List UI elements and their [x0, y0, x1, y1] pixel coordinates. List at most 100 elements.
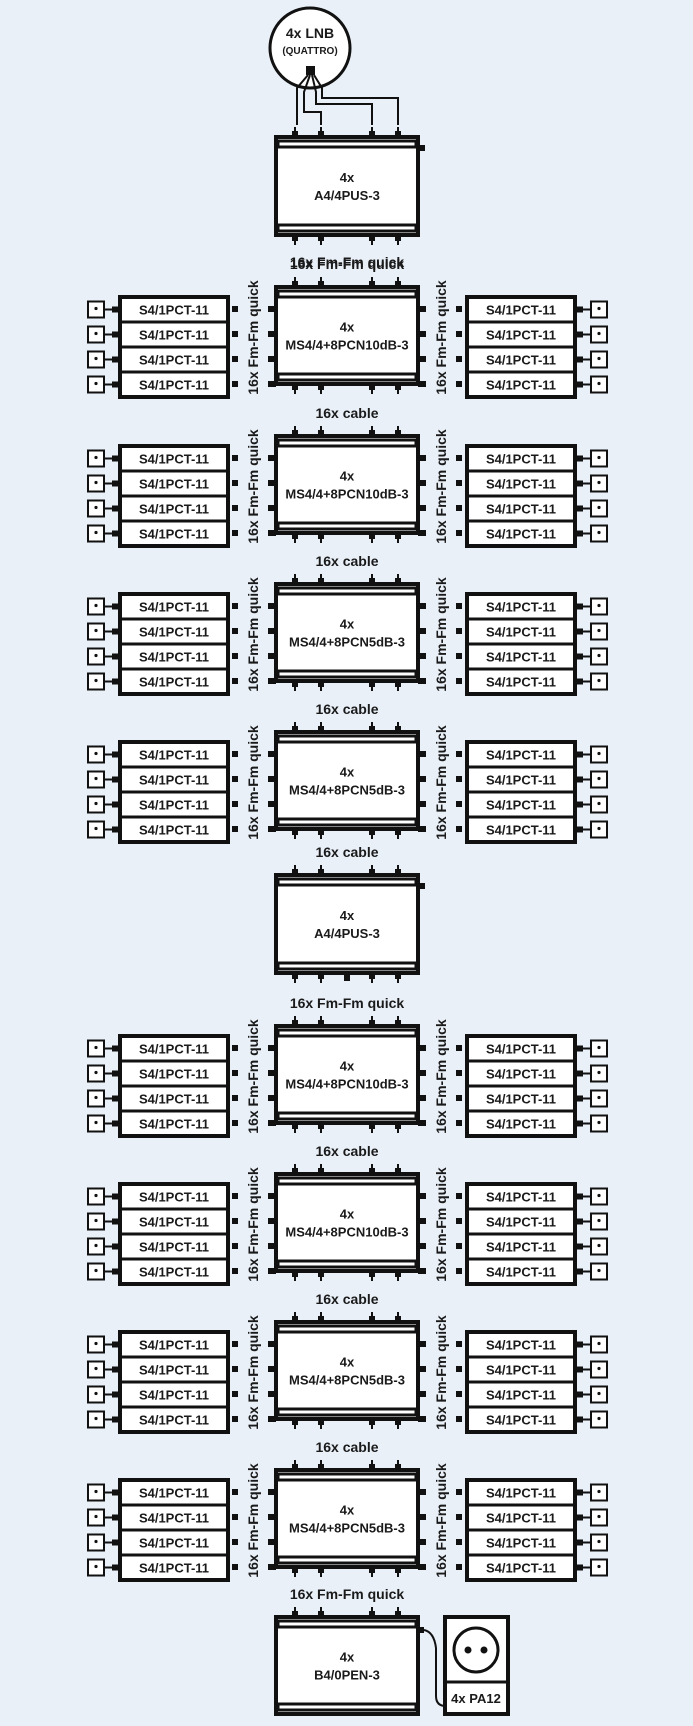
multiswitch-output-port: [418, 1341, 426, 1347]
tv-outlet-dot: [597, 1416, 601, 1421]
tap-label-left: S4/1PCT-11: [139, 1265, 209, 1280]
multiswitch-model: MS4/4+8PCN5dB-3: [289, 1373, 405, 1388]
port-connector: [395, 1464, 401, 1470]
tap-label-left: S4/1PCT-11: [139, 675, 209, 690]
side-cable-label-left: 16x Fm-Fm quick: [245, 1167, 261, 1282]
terminator-qty: 4x: [340, 1650, 355, 1665]
multiswitch-output-port: [268, 1391, 276, 1397]
tap-label-left: S4/1PCT-11: [139, 502, 209, 517]
tap-output-port: [575, 1489, 583, 1496]
tap-label-left: S4/1PCT-11: [139, 328, 209, 343]
side-cable-label-left: 16x Fm-Fm quick: [245, 725, 261, 840]
port-connector: [369, 281, 375, 287]
multiswitch-output-port: [418, 480, 426, 486]
tap-output-port: [112, 1489, 120, 1496]
port-connector: [395, 1123, 401, 1129]
tap-input-port: [232, 331, 238, 337]
port-connector: [318, 1020, 324, 1026]
tap-input-port: [456, 751, 462, 757]
side-cable-label-left: 16x Fm-Fm quick: [245, 280, 261, 395]
multiswitch-output-port: [418, 1514, 426, 1520]
tap-label-left: S4/1PCT-11: [139, 823, 209, 838]
tap-input-port: [232, 1070, 238, 1076]
multiswitch-bottom-rail: [276, 1407, 418, 1417]
power-supply: 4x PA12: [443, 1615, 510, 1716]
tap-output-port: [575, 480, 583, 487]
tap-input-port: [232, 1193, 238, 1199]
port-connector: [395, 1567, 401, 1573]
multiswitch-output-port: [268, 331, 276, 337]
multiswitch-output-port: [268, 1095, 276, 1101]
tv-outlet-dot: [94, 1539, 98, 1544]
tap-output-port: [112, 1564, 120, 1571]
tv-outlet-dot: [597, 1341, 601, 1346]
multiswitch-model: MS4/4+8PCN10dB-3: [285, 487, 408, 502]
multiswitch-output-port: [418, 751, 426, 757]
tap-output-port: [575, 678, 583, 685]
tap-label-right: S4/1PCT-11: [486, 303, 556, 318]
multiswitch-output-port: [268, 801, 276, 807]
multiswitch-output-port: [418, 1268, 426, 1274]
tap-output-port: [575, 1564, 583, 1571]
tv-outlet-dot: [597, 1070, 601, 1075]
tap-input-port: [232, 1095, 238, 1101]
port-connector: [369, 430, 375, 436]
amplifier-top-bottom-rail: [276, 223, 418, 233]
multiswitch-output-port: [268, 826, 276, 832]
multiswitch-top-rail: [276, 289, 418, 299]
multiswitch-model: MS4/4+8PCN10dB-3: [285, 338, 408, 353]
tv-outlet-dot: [597, 530, 601, 535]
tap-input-port: [456, 1341, 462, 1347]
multiswitch-qty: 4x: [340, 617, 355, 632]
multiswitch-model: MS4/4+8PCN10dB-3: [285, 1077, 408, 1092]
tap-output-port: [112, 1045, 120, 1052]
tap-input-port: [232, 751, 238, 757]
multiswitch-model: MS4/4+8PCN5dB-3: [289, 1521, 405, 1536]
tv-outlet-dot: [94, 1514, 98, 1519]
tap-output-port: [575, 331, 583, 338]
tv-outlet-dot: [597, 1095, 601, 1100]
tap-input-port: [232, 653, 238, 659]
amplifier-power-port: [418, 145, 425, 151]
port-connector: [369, 869, 375, 875]
tv-outlet-dot: [94, 1243, 98, 1248]
tap-label-right: S4/1PCT-11: [486, 625, 556, 640]
tap-label-right: S4/1PCT-11: [486, 823, 556, 838]
multiswitch-output-port: [268, 1070, 276, 1076]
tv-outlet-dot: [94, 1366, 98, 1371]
port-connector: [292, 1567, 298, 1573]
tv-outlet-dot: [94, 826, 98, 831]
multiswitch-model: MS4/4+8PCN10dB-3: [285, 1225, 408, 1240]
cable-label: 16x Fm-Fm quick: [290, 1586, 405, 1602]
multiswitch-output-port: [418, 1489, 426, 1495]
multiswitch-model: MS4/4+8PCN5dB-3: [289, 635, 405, 650]
port-connector: [395, 869, 401, 875]
tap-input-port: [232, 678, 238, 684]
port-connector: [369, 1419, 375, 1425]
port-connector: [318, 1168, 324, 1174]
tap-label-left: S4/1PCT-11: [139, 1338, 209, 1353]
tap-label-right: S4/1PCT-11: [486, 353, 556, 368]
tap-output-port: [112, 1539, 120, 1546]
tv-outlet-dot: [597, 628, 601, 633]
multiswitch-body: [274, 434, 420, 535]
port-connector: [292, 869, 298, 875]
tap-input-port: [232, 628, 238, 634]
multiswitch-output-port: [268, 776, 276, 782]
port-connector: [318, 681, 324, 687]
tap-label-left: S4/1PCT-11: [139, 625, 209, 640]
tap-input-port: [456, 455, 462, 461]
tv-outlet-dot: [597, 505, 601, 510]
side-cable-label-left: 16x Fm-Fm quick: [245, 1315, 261, 1430]
side-cable-label-right: 16x Fm-Fm quick: [433, 1019, 449, 1134]
lnb-coax-wire: [303, 74, 322, 125]
tap-label-right: S4/1PCT-11: [486, 1413, 556, 1428]
multiswitch-output-port: [418, 356, 426, 362]
side-cable-label-left: 16x Fm-Fm quick: [245, 577, 261, 692]
tap-label-left: S4/1PCT-11: [139, 1388, 209, 1403]
